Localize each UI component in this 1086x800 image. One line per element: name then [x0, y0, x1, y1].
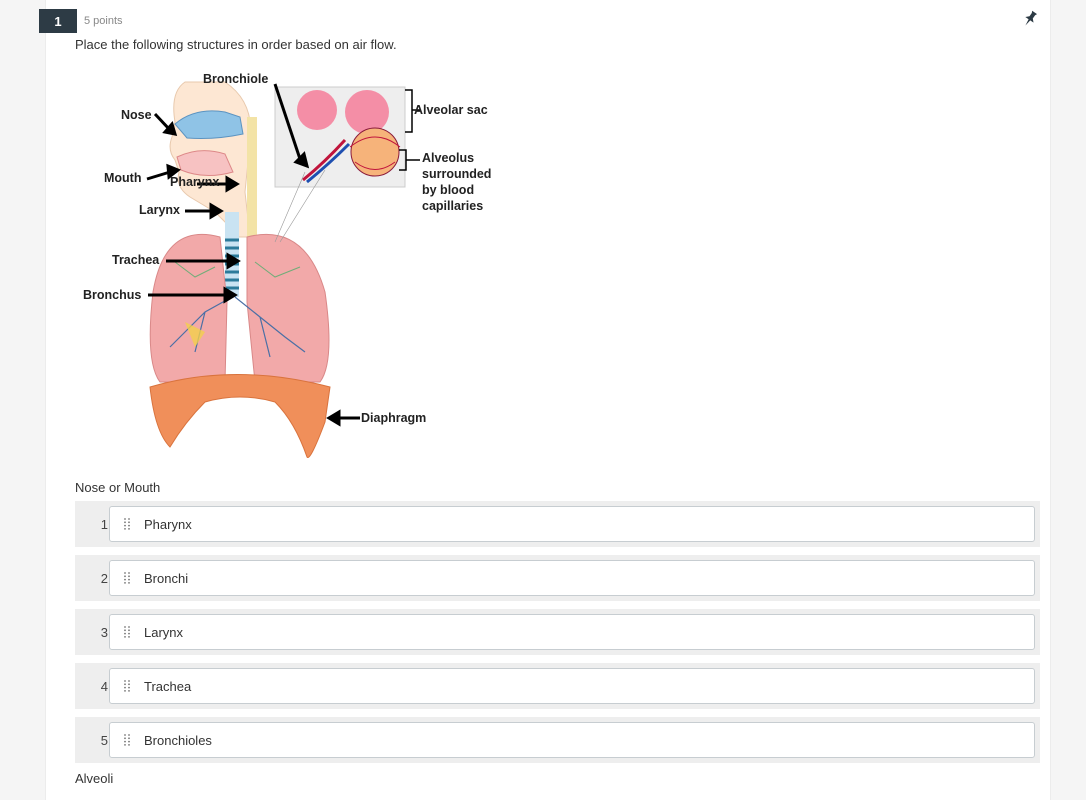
label-trachea: Trachea	[112, 253, 160, 267]
ordering-item[interactable]: Pharynx	[109, 506, 1035, 542]
label-mouth: Mouth	[104, 171, 141, 185]
ordering-item[interactable]: Bronchi	[109, 560, 1035, 596]
ordering-row: 3 Larynx	[75, 609, 1040, 655]
ordering-item-label: Trachea	[144, 678, 192, 694]
ordering-row: 2 Bronchi	[75, 555, 1040, 601]
label-alveolus-line4: capillaries	[422, 199, 483, 213]
row-number: 4	[100, 678, 108, 694]
label-alveolus-line1: Alveolus	[422, 151, 474, 165]
drag-handle-icon[interactable]	[110, 734, 144, 746]
drag-handle-icon[interactable]	[110, 518, 144, 530]
row-number: 5	[100, 732, 108, 748]
label-alveolus-line3: by blood	[422, 183, 474, 197]
order-end-label: Alveoli	[75, 771, 114, 786]
label-pharynx: Pharynx	[170, 175, 219, 189]
row-number: 3	[100, 624, 108, 640]
label-bronchus: Bronchus	[83, 288, 141, 302]
ordering-row: 1 Pharynx	[75, 501, 1040, 547]
ordering-item-label: Pharynx	[144, 516, 192, 532]
ordering-item[interactable]: Larynx	[109, 614, 1035, 650]
ordering-row: 4 Trachea	[75, 663, 1040, 709]
ordering-item-label: Bronchi	[144, 570, 189, 586]
label-bronchiole: Bronchiole	[203, 72, 268, 86]
label-alveolus-line2: surrounded	[422, 167, 491, 181]
ordering-item[interactable]: Trachea	[109, 668, 1035, 704]
row-number: 2	[100, 570, 108, 586]
ordering-item-label: Bronchioles	[144, 732, 212, 748]
ordering-row: 5 Bronchioles	[75, 717, 1040, 763]
drag-handle-icon[interactable]	[110, 572, 144, 584]
row-number: 1	[100, 516, 108, 532]
label-alveolar-sac: Alveolar sac	[414, 103, 488, 117]
ordering-item-label: Larynx	[144, 624, 184, 640]
drag-handle-icon[interactable]	[110, 680, 144, 692]
label-diaphragm: Diaphragm	[361, 411, 426, 425]
order-start-label: Nose or Mouth	[75, 480, 161, 495]
label-nose: Nose	[121, 108, 152, 122]
pin-icon[interactable]	[1022, 10, 1038, 28]
ordering-item[interactable]: Bronchioles	[109, 722, 1035, 758]
question-number: 1	[39, 9, 77, 33]
question-points: 5 points	[84, 15, 123, 27]
respiratory-diagram: Bronchiole Nose Mouth Pharynx Larynx Tra…	[75, 62, 515, 472]
question-prompt: Place the following structures in order …	[75, 37, 397, 52]
drag-handle-icon[interactable]	[110, 626, 144, 638]
label-larynx: Larynx	[139, 203, 180, 217]
ordering-list: 1 Pharynx 2 Bronchi 3 Larynx 4 Trachea 5…	[75, 501, 1040, 771]
